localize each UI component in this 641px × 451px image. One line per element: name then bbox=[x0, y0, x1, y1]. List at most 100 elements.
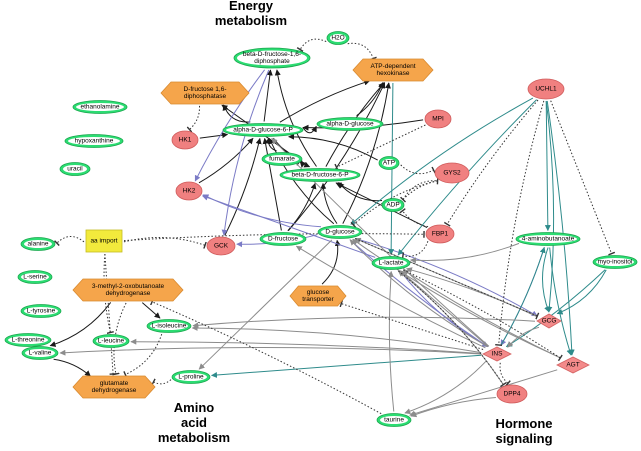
node-l-proline[interactable]: L-proline bbox=[171, 370, 211, 384]
edge-d_glucose-to-ins bbox=[349, 239, 489, 348]
node-beta-fbp[interactable]: beta-D-fructose-1,6-diphosphate bbox=[233, 47, 311, 69]
node-label: L-isoleucine bbox=[152, 323, 187, 330]
node-label: taurine bbox=[384, 417, 404, 424]
node-ethanolamine[interactable]: ethanolamine bbox=[72, 100, 128, 114]
node-mpi[interactable]: MPI bbox=[424, 109, 452, 129]
node-aa-import[interactable]: aa import bbox=[85, 229, 123, 253]
edge-ins-to-l_isoleucine bbox=[191, 325, 482, 354]
edge-fbp1-to-l_lactate bbox=[401, 241, 429, 260]
section-titles: EnergymetabolismAminoacidmetabolismHormo… bbox=[158, 0, 553, 446]
edge-d_glucose-to-l_proline bbox=[198, 239, 333, 370]
node-inner-ellipse bbox=[596, 258, 634, 266]
node-label: D-fructose bbox=[268, 236, 298, 243]
edge-gaba-to-ins bbox=[500, 247, 545, 346]
edges-layer bbox=[49, 38, 616, 418]
node-inner-ellipse bbox=[237, 50, 307, 66]
edge-mob_dh-to-l_isoleucine bbox=[141, 302, 161, 319]
edge-alpha_g6p-to-atp_hk bbox=[279, 79, 371, 123]
node-fumarate[interactable]: fumarate bbox=[261, 152, 303, 166]
node-label: dehydrogenase bbox=[92, 387, 137, 394]
node-label: UCHL1 bbox=[535, 86, 557, 93]
section-title-hormone: Hormone bbox=[495, 416, 552, 431]
node-taurine[interactable]: taurine bbox=[376, 413, 412, 427]
node-inner-ellipse bbox=[380, 416, 408, 424]
node-l-lactate[interactable]: L-lactate bbox=[371, 256, 411, 270]
node-h2o[interactable]: H2O bbox=[326, 31, 350, 45]
node-gck[interactable]: GCK bbox=[206, 236, 236, 256]
node-label: ATP-dependent bbox=[370, 63, 415, 70]
node-l-tyrosine[interactable]: L-tyrosine bbox=[20, 304, 62, 318]
node-label: HK1 bbox=[179, 137, 192, 144]
node-l-serine[interactable]: L-serine bbox=[17, 270, 53, 284]
node-shape-gene bbox=[206, 236, 236, 256]
edge-taurine-to-l_lactate bbox=[387, 270, 395, 412]
node-d-fructose[interactable]: D-fructose bbox=[259, 232, 307, 246]
node-alpha-glc[interactable]: alpha-D-glucose bbox=[316, 117, 384, 131]
node-d-glucose[interactable]: D-glucose bbox=[317, 225, 363, 239]
node-ins[interactable]: INS bbox=[482, 346, 512, 362]
node-shape-hormone bbox=[482, 346, 512, 362]
node-inner-ellipse bbox=[8, 336, 48, 344]
node-gcg[interactable]: GCG bbox=[536, 313, 562, 329]
node-gys2[interactable]: GYS2 bbox=[434, 162, 470, 184]
edge-atp-to-alpha_g6p bbox=[288, 133, 378, 161]
node-inner-ellipse bbox=[375, 259, 407, 267]
node-agt[interactable]: AGT bbox=[556, 356, 590, 374]
node-l-threonine[interactable]: L-threonine bbox=[4, 333, 52, 347]
node-inner-ellipse bbox=[321, 228, 359, 236]
node-inner-ellipse bbox=[265, 155, 299, 163]
edge-glc_transporter-to-d_glucose bbox=[321, 239, 341, 285]
node-label: L-lactate bbox=[379, 260, 404, 267]
edge-gcg-to-l_isoleucine bbox=[192, 316, 536, 329]
node-hk1[interactable]: HK1 bbox=[171, 130, 199, 150]
node-inner-ellipse bbox=[21, 273, 49, 281]
node-uracil[interactable]: uracil bbox=[59, 162, 91, 176]
node-fbp1[interactable]: FBP1 bbox=[425, 224, 455, 244]
edge-d_glucose-to-beta_f6p bbox=[320, 182, 338, 224]
node-label: uracil bbox=[67, 166, 83, 173]
node-label: L-proline bbox=[178, 374, 204, 381]
edge-gaba-to-gcg bbox=[542, 247, 550, 313]
edge-ins-to-dpp4 bbox=[499, 362, 511, 387]
node-fbpase[interactable]: D-fructose 1,6-diphosphatase bbox=[160, 81, 250, 105]
node-label: FBP1 bbox=[432, 231, 449, 238]
node-l-isoleucine[interactable]: L-isoleucine bbox=[146, 319, 192, 333]
edge-aa_import-to-gck bbox=[123, 237, 207, 249]
node-shape-gene bbox=[175, 181, 203, 201]
node-myo-inositol[interactable]: myo-inositol bbox=[592, 255, 638, 269]
node-label: hypoxanthine bbox=[75, 138, 114, 145]
node-dpp4[interactable]: DPP4 bbox=[496, 384, 528, 404]
node-label: L-tyrosine bbox=[27, 308, 56, 315]
edge-uchl1-to-myo_inositol bbox=[550, 100, 616, 256]
node-beta-f6p[interactable]: beta-D-fructose-6-P bbox=[279, 168, 361, 182]
node-hypoxanthine[interactable]: hypoxanthine bbox=[64, 134, 124, 148]
node-adp[interactable]: ADP bbox=[381, 198, 405, 212]
node-gaba[interactable]: 4-aminobutanoate bbox=[515, 232, 581, 246]
section-title-amino: acid bbox=[181, 415, 207, 430]
node-hk2[interactable]: HK2 bbox=[175, 181, 203, 201]
edge-agt-to-d_glucose bbox=[352, 238, 561, 359]
node-shape-enzyme bbox=[289, 285, 347, 307]
node-inner-ellipse bbox=[385, 201, 401, 209]
edge-uchl1-to-ins bbox=[495, 100, 545, 346]
edge-gcg-to-ins bbox=[507, 326, 540, 348]
node-alpha-g6p[interactable]: alpha-D-glucose-6-P bbox=[222, 123, 304, 137]
node-label: glutamate bbox=[100, 380, 129, 387]
node-l-valine[interactable]: L-valine bbox=[21, 346, 59, 360]
node-label: AGT bbox=[566, 362, 579, 369]
edge-aa_import-to-glu_dh bbox=[104, 253, 117, 375]
edge-ins-to-d_glucose bbox=[349, 239, 488, 348]
section-title-amino: metabolism bbox=[158, 430, 230, 445]
node-label: beta-D-fructose-6-P bbox=[291, 172, 348, 179]
edge-ins-to-alpha_g6p bbox=[271, 137, 490, 347]
node-atp[interactable]: ATP bbox=[378, 156, 400, 170]
node-alanine[interactable]: alanine bbox=[20, 237, 56, 251]
node-shape-gene bbox=[527, 78, 565, 100]
node-label: diphosphatase bbox=[184, 93, 227, 100]
node-uchl1[interactable]: UCHL1 bbox=[527, 78, 565, 100]
node-l-leucine[interactable]: L-leucine bbox=[92, 334, 130, 348]
